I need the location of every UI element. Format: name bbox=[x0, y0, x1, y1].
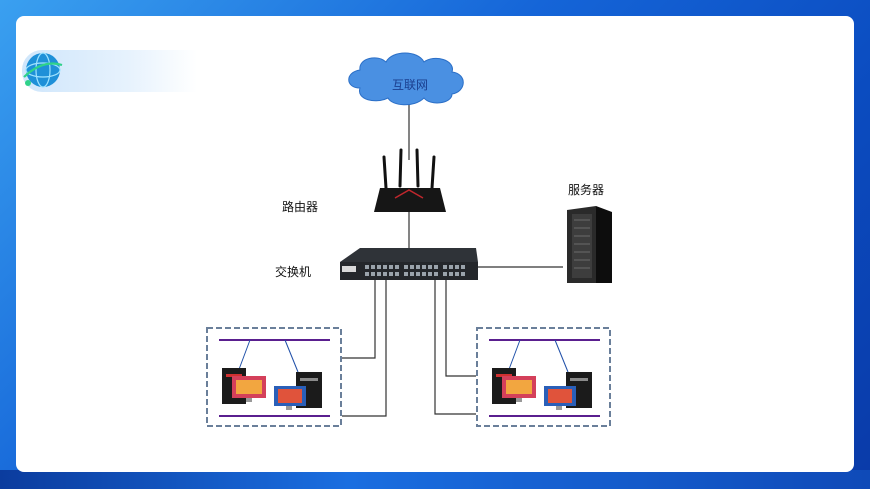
pc-drop-1 bbox=[237, 339, 251, 373]
workstation-icon bbox=[274, 372, 322, 410]
switch-label: 交换机 bbox=[275, 265, 312, 279]
decorative-bottom-strip bbox=[0, 470, 870, 489]
workstation-icon bbox=[544, 372, 592, 410]
workstation-icon bbox=[492, 368, 536, 404]
switch-lan-right-link-1 bbox=[445, 280, 476, 377]
server-icon bbox=[567, 206, 612, 283]
router-icon bbox=[374, 148, 446, 212]
internet-label: 互联网 bbox=[391, 78, 428, 92]
server-label: 服务器 bbox=[568, 183, 605, 197]
link-lines bbox=[342, 95, 563, 417]
switch-lan-left-link-2 bbox=[342, 280, 387, 417]
lan-group-right bbox=[476, 327, 611, 427]
lan-group-left bbox=[206, 327, 342, 427]
switch-lan-right-link-2 bbox=[434, 280, 476, 415]
switch-lan-left-link-1 bbox=[342, 280, 376, 359]
pc-drop-2 bbox=[554, 339, 569, 373]
switch-icon bbox=[340, 248, 478, 280]
router-label: 路由器 bbox=[282, 200, 319, 214]
pc-drop-1 bbox=[507, 339, 521, 373]
pc-drop-2 bbox=[284, 339, 299, 373]
workstation-icon bbox=[222, 368, 266, 404]
internet-cloud-icon bbox=[348, 52, 464, 106]
globe-logo-icon bbox=[23, 52, 63, 88]
